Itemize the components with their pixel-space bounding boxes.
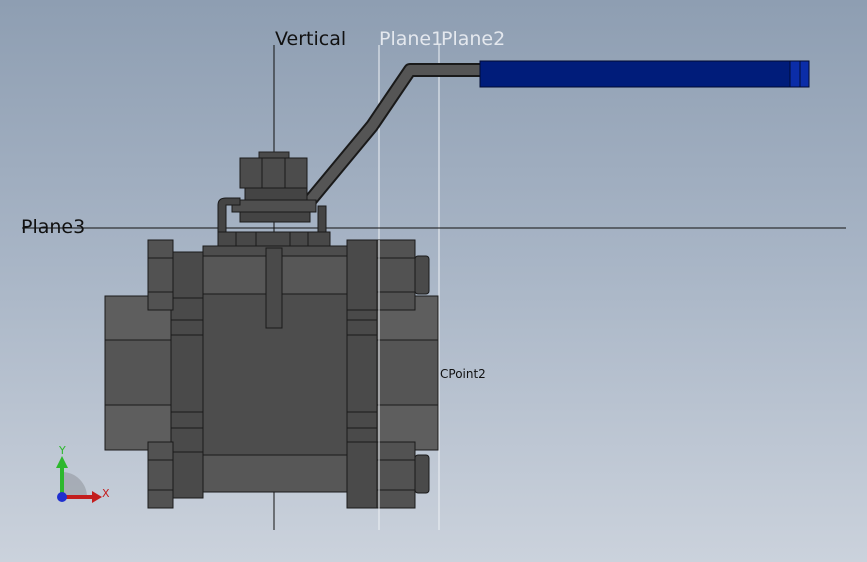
bolt-bottom-right[interactable] — [376, 441, 416, 509]
handle-grip[interactable] — [479, 60, 810, 88]
coordinate-triad: Y X — [56, 444, 110, 503]
stem-nut[interactable] — [239, 157, 308, 189]
bolt-bottom-left[interactable] — [147, 441, 174, 509]
stem-washer[interactable] — [231, 199, 317, 213]
handle-lever[interactable] — [305, 65, 480, 206]
cpoint2-label[interactable]: CPoint2 — [440, 367, 486, 381]
plane1-label[interactable]: Plane1 — [379, 28, 444, 50]
stop-bracket[interactable] — [217, 197, 241, 236]
bolt-top-right[interactable] — [376, 239, 416, 311]
x-axis-label: X — [102, 487, 110, 500]
vertical-plane-label[interactable]: Vertical — [275, 28, 347, 50]
y-axis-label: Y — [58, 444, 66, 457]
gland-plate[interactable] — [217, 231, 331, 247]
bolt-top-left[interactable] — [147, 239, 174, 311]
plane2-label[interactable]: Plane2 — [441, 28, 506, 50]
body-rib — [265, 247, 283, 329]
plane3-label[interactable]: Plane3 — [21, 216, 86, 238]
z-axis-dot — [57, 492, 67, 502]
